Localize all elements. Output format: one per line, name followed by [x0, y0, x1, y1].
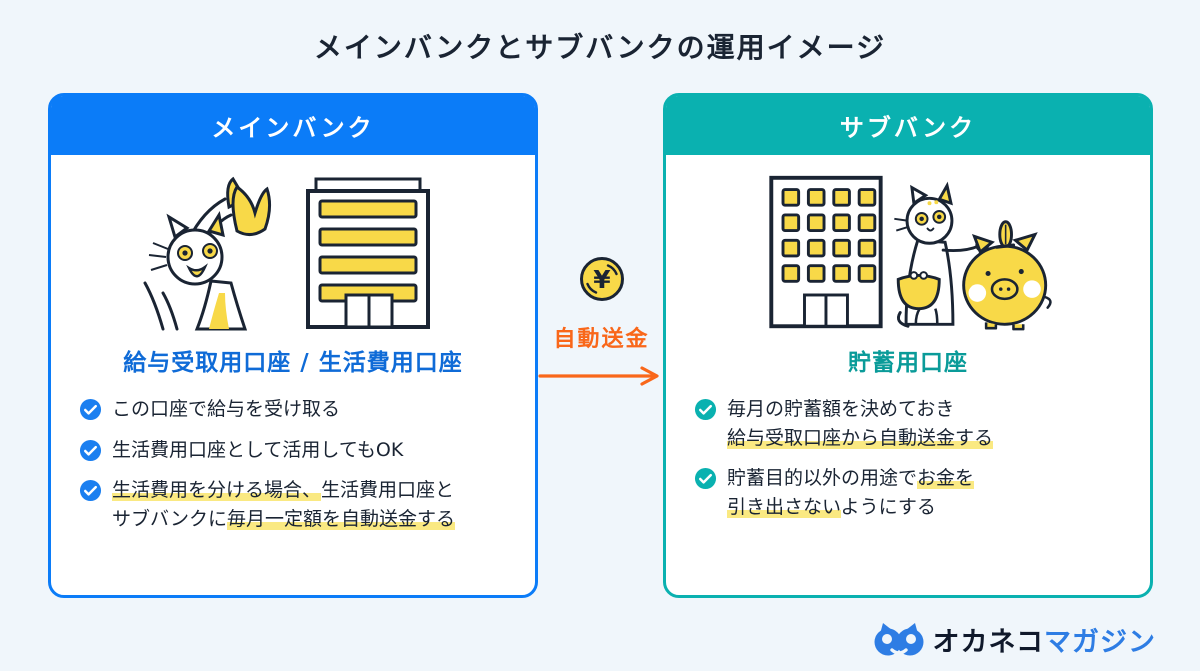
main-bank-card: メインバンク	[48, 93, 538, 598]
okaneko-magazine-logo[interactable]: オカネコマガジン	[873, 620, 1156, 659]
list-item-text: 生活費用を分ける場合、生活費用口座と サブバンクに毎月一定額を自動送金する	[112, 479, 455, 530]
main-bank-checklist: この口座で給与を受け取る 生活費用口座として活用してもOK 生活費用を分ける場合…	[51, 395, 535, 533]
list-item-text: 生活費用口座として活用してもOK	[112, 438, 404, 461]
main-account-label: 給与受取用口座 / 生活費用口座	[123, 350, 463, 376]
sub-bank-card: サブバンク	[663, 93, 1153, 598]
piggy-bank-icon	[962, 220, 1052, 331]
cat-and-bank-building-illustration	[143, 176, 430, 331]
check-icon	[79, 479, 102, 502]
list-item-text: 貯蓄目的以外の用途でお金を 引き出さないようにする	[727, 467, 975, 518]
yen-coin-icon: ¥	[579, 257, 624, 301]
sub-bank-header: サブバンク	[666, 96, 1150, 155]
sub-bank-checklist: 毎月の貯蓄額を決めておき 給与受取口座から自動送金する 貯蓄目的以外の用途でお金…	[666, 395, 1150, 521]
list-item: この口座で給与を受け取る	[79, 395, 507, 424]
list-item-text: この口座で給与を受け取る	[112, 398, 341, 420]
cat-icon	[894, 181, 990, 328]
transfer-arrow-icon	[538, 366, 659, 386]
coin-purse-icon	[896, 271, 941, 311]
transfer-label: 自動送金	[553, 327, 650, 352]
main-bank-header: メインバンク	[51, 96, 535, 155]
page-title: メインバンクとサブバンクの運用イメージ	[313, 31, 887, 64]
list-item: 毎月の貯蓄額を決めておき 給与受取口座から自動送金する	[694, 395, 1122, 452]
sub-account-label: 貯蓄用口座	[848, 350, 968, 376]
check-icon	[79, 439, 102, 461]
sub-bank-illustration	[666, 171, 1150, 335]
check-icon	[694, 467, 717, 490]
logo-text: オカネコマガジン	[932, 627, 1156, 658]
cat-icon	[143, 176, 272, 331]
list-item: 貯蓄目的以外の用途でお金を 引き出さないようにする	[694, 464, 1122, 521]
check-icon	[79, 398, 102, 421]
transfer-section: ¥ 自動送金	[538, 93, 665, 598]
main-bank-illustration	[51, 171, 535, 335]
bank-cat-piggy-illustration	[769, 175, 1052, 331]
bank-building-icon	[306, 177, 430, 329]
list-item: 生活費用口座として活用してもOK	[79, 436, 507, 465]
svg-text:¥: ¥	[593, 265, 611, 294]
list-item: 生活費用を分ける場合、生活費用口座と サブバンクに毎月一定額を自動送金する	[79, 476, 507, 533]
okaneko-cat-logo-icon	[874, 622, 924, 655]
bank-building-icon	[769, 175, 883, 329]
check-icon	[694, 398, 717, 421]
list-item-text: 毎月の貯蓄額を決めておき 給与受取口座から自動送金する	[727, 398, 994, 449]
